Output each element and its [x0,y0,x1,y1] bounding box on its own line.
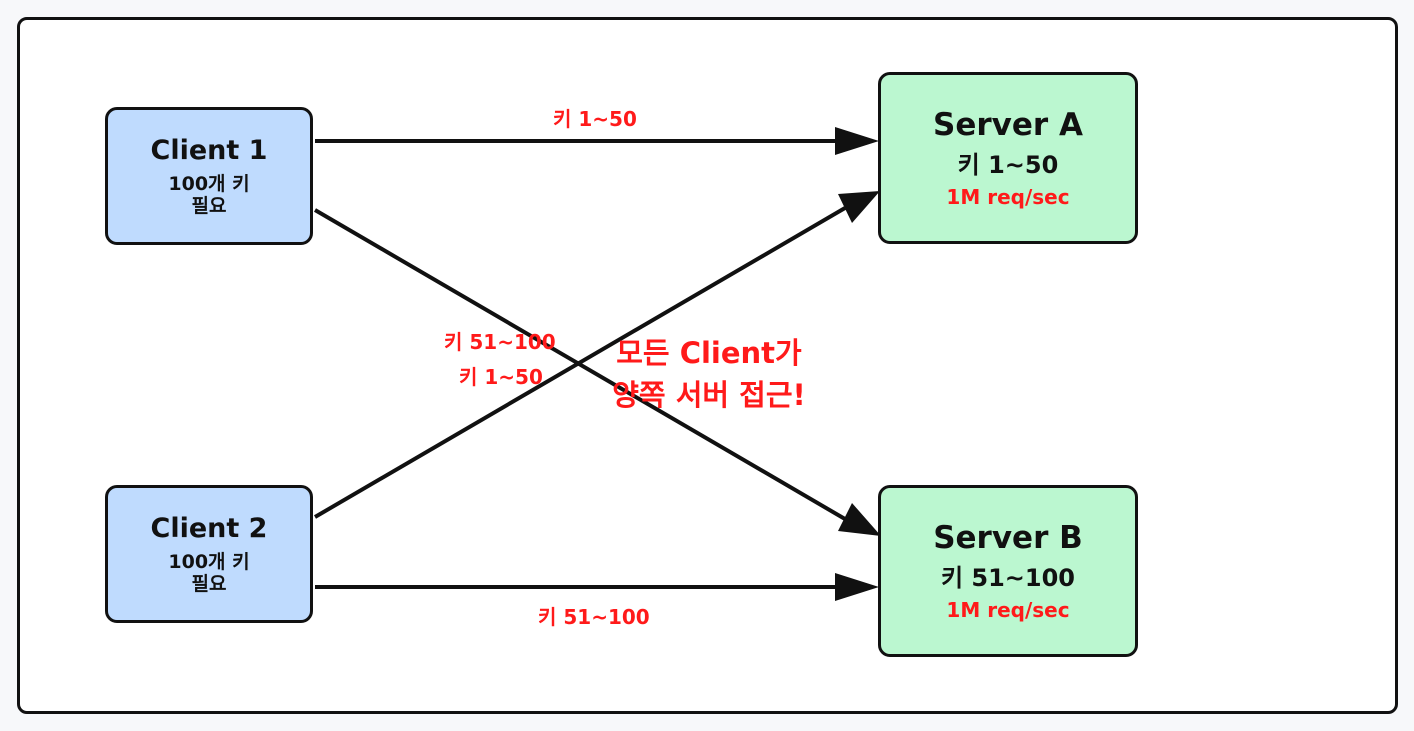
edge-label-client2-server-b: 키 51~100 [538,605,650,629]
server-b-keys: 키 51~100 [940,564,1076,592]
arrow-client2-to-server-b [315,573,879,601]
client-1-title: Client 1 [150,135,268,166]
client-1-need-line1: 100개 키 [168,173,250,195]
client-1-node: Client 1 100개 키 필요 [105,107,313,245]
server-a-title: Server A [933,107,1083,143]
client-2-need-line1: 100개 키 [168,551,250,573]
client-2-node: Client 2 100개 키 필요 [105,485,313,623]
edge-label-client1-server-b: 키 51~100 [444,330,556,354]
callout-line2: 양쪽 서버 접근! [612,378,806,412]
arrow-client2-to-server-a [313,191,880,519]
arrow-client1-to-server-a [315,127,879,155]
server-b-rate: 1M req/sec [946,598,1070,622]
client-2-title: Client 2 [150,513,268,544]
callout-line1: 모든 Client가 [616,336,802,370]
server-b-node: Server B 키 51~100 1M req/sec [878,485,1138,657]
client-2-need-line2: 필요 [191,573,227,595]
callout-note: 모든 Client가 양쪽 서버 접근! [597,332,821,416]
client-1-need-line2: 필요 [191,195,227,217]
edge-label-client2-server-a: 키 1~50 [459,365,543,389]
server-a-rate: 1M req/sec [946,185,1070,209]
server-a-keys: 키 1~50 [957,151,1059,179]
edge-label-client1-server-a: 키 1~50 [553,107,637,131]
server-a-node: Server A 키 1~50 1M req/sec [878,72,1138,244]
server-b-title: Server B [933,520,1083,556]
